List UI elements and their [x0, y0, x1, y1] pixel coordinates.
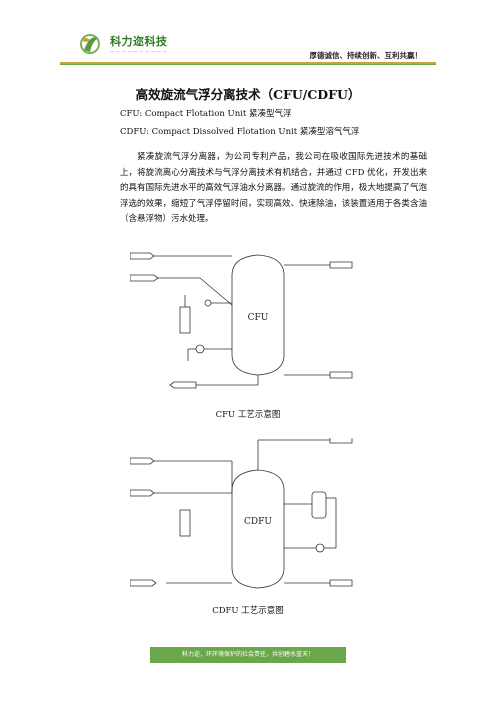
document-title: 高效旋流气浮分离技术（CFU/CDFU）: [135, 87, 361, 102]
cdfu-definition: CDFU: Compact Dissolved Flotation Unit 紧…: [120, 127, 360, 137]
cdfu-figure-caption: CDFU 工艺示意图: [212, 606, 284, 616]
page-header: 科力迩科技 — — — — — — — — — — 厚德诚信、持续创新、互利共赢…: [0, 0, 496, 72]
cdfu-vessel-label: CDFU: [244, 517, 272, 527]
header-divider-green: [60, 64, 436, 65]
cfu-process-diagram: CFU: [130, 252, 353, 389]
cdfu-process-diagram: CDFU: [130, 438, 353, 589]
cfu-figure-caption: CFU 工艺示意图: [215, 410, 281, 420]
cfu-definition: CFU: Compact Flotation Unit 紧凑型气浮: [120, 109, 292, 119]
cfu-vessel-label: CFU: [248, 313, 269, 323]
company-logo-icon: [80, 34, 100, 54]
slogan: 厚德诚信、持续创新、互利共赢！: [309, 51, 423, 60]
company-name: 科力迩科技: [110, 35, 168, 48]
company-subtitle-decoration: — — — — — — — — — —: [110, 49, 168, 54]
description-paragraph: 紧凑旋流气浮分离器，为公司专利产品，我公司在吸收国际先进技术的基础上，将旋流离心…: [120, 152, 427, 225]
footer-banner: 科力迩，环环境保护的社会责任，共创碧水蓝天！: [150, 647, 346, 663]
header-divider: [60, 62, 436, 64]
